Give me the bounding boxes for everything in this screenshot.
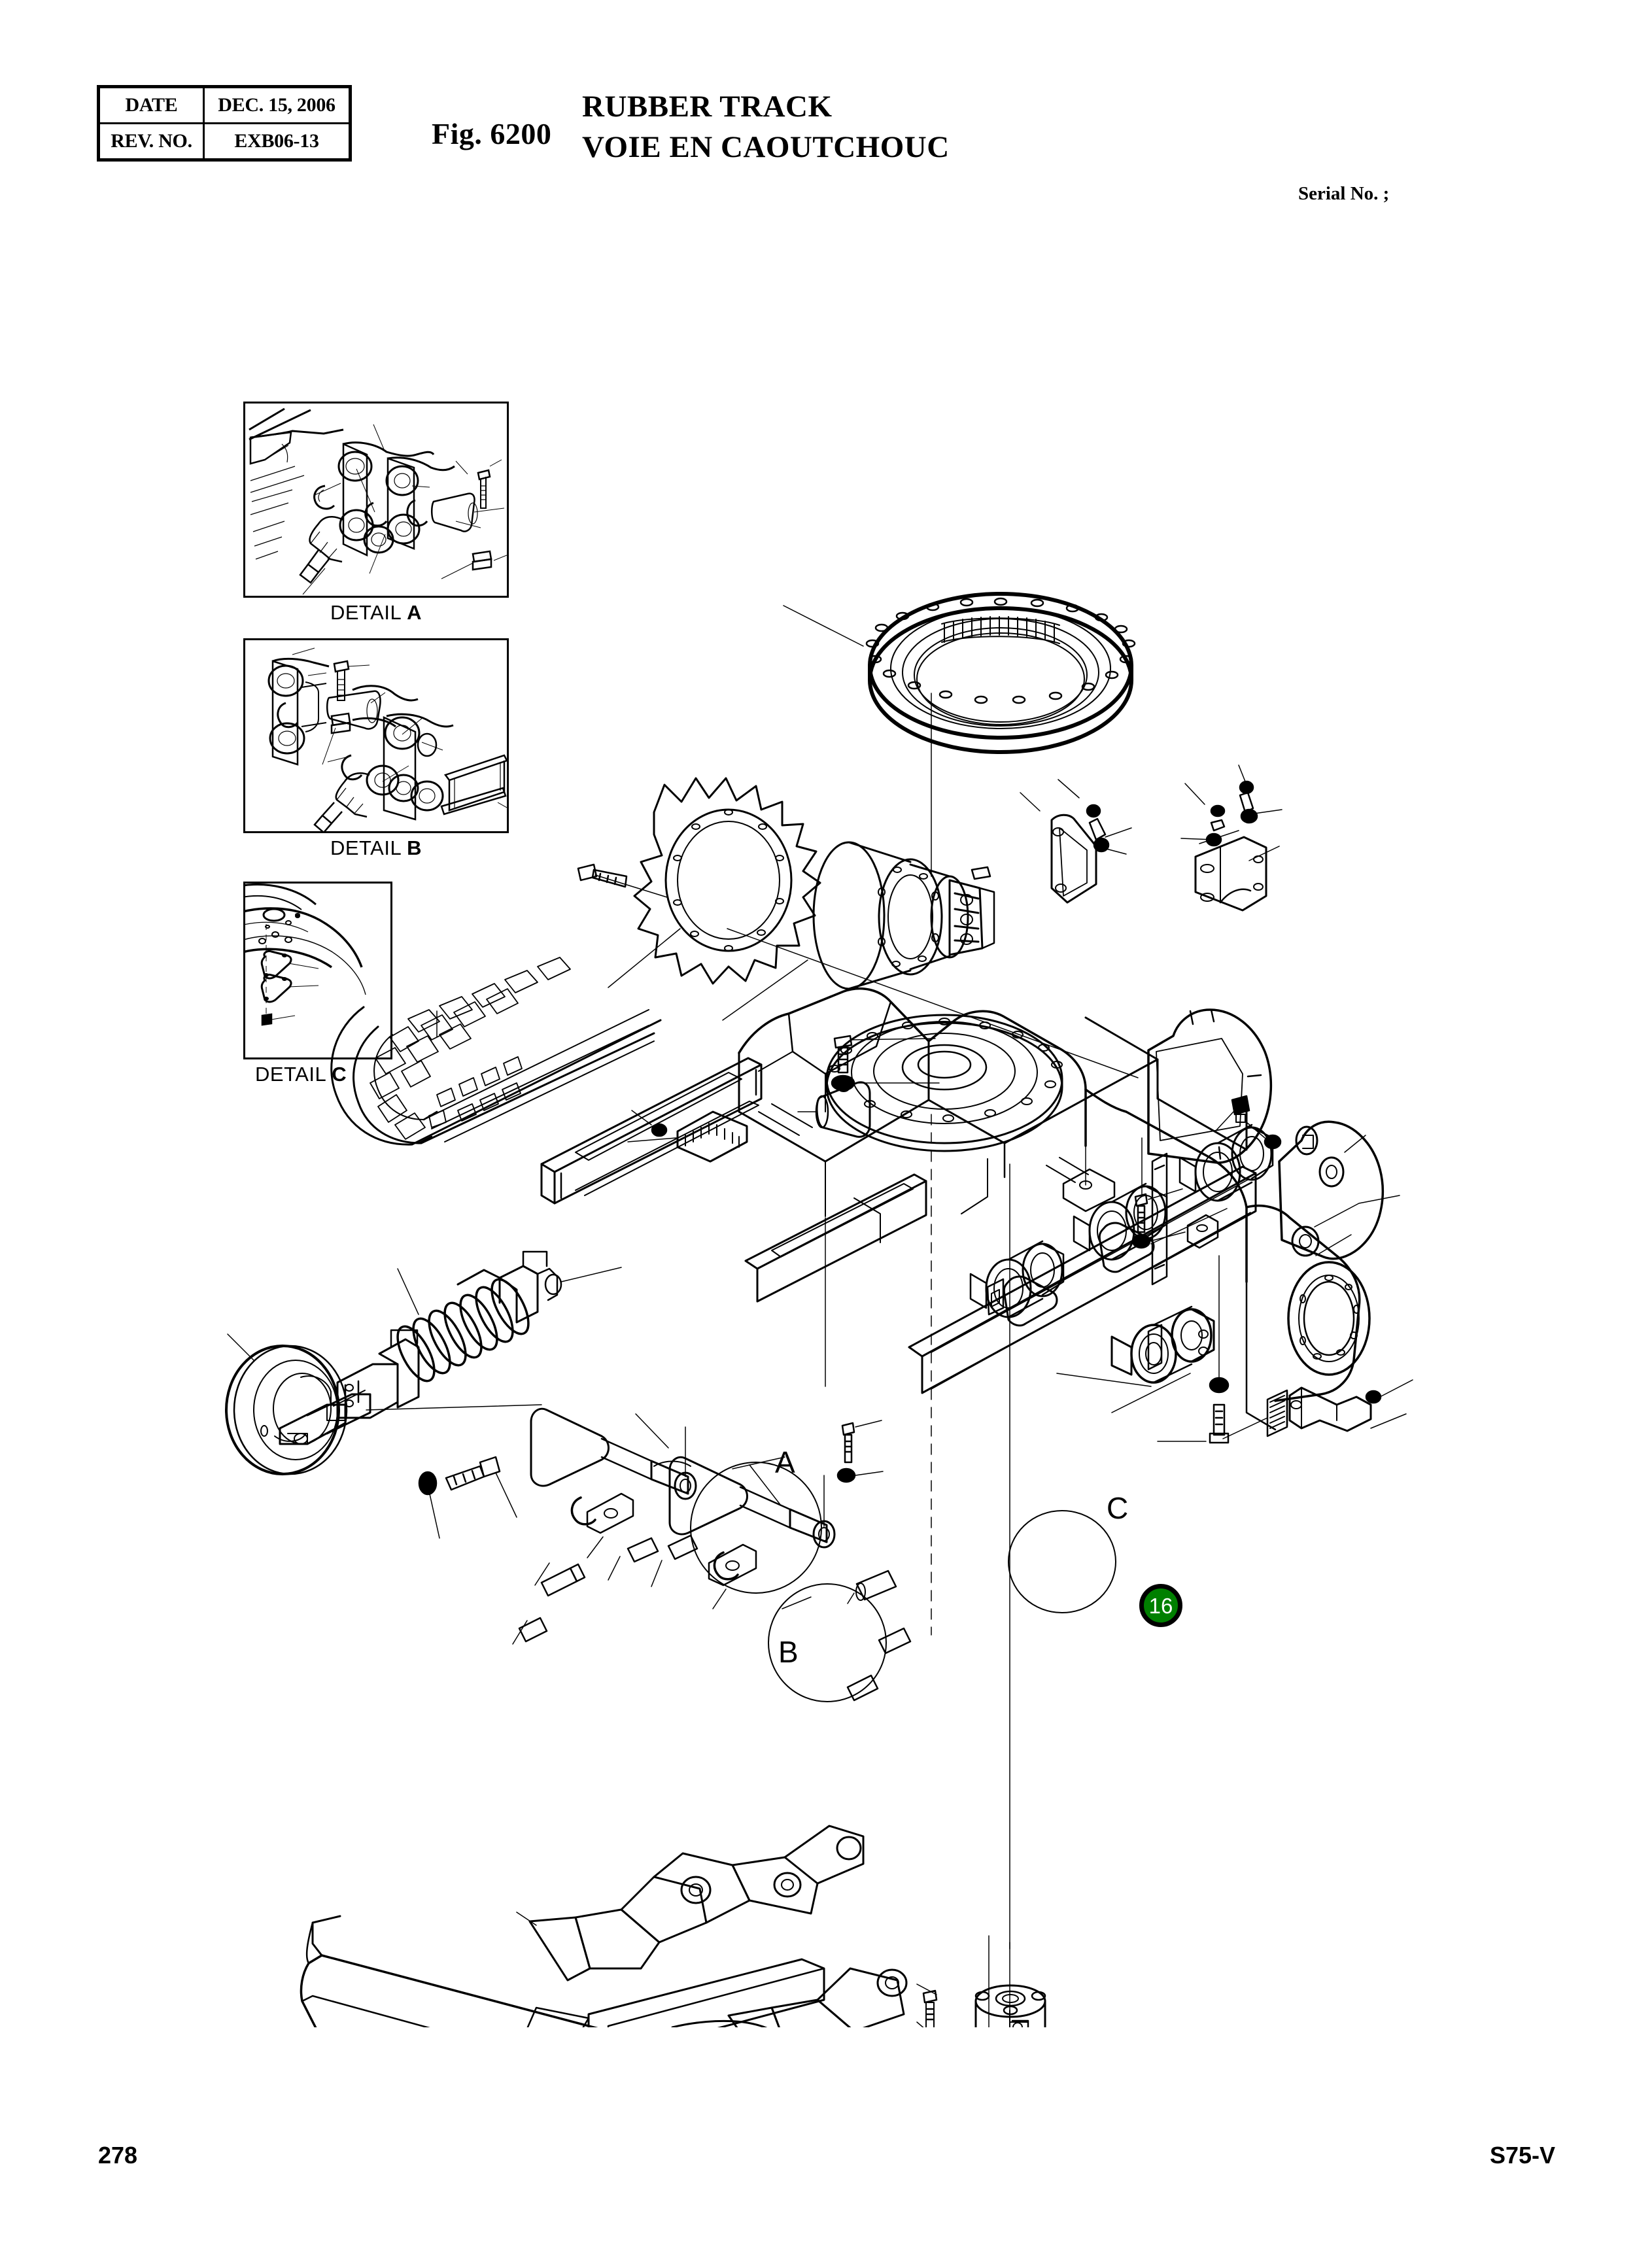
date-value: DEC. 15, 2006 xyxy=(203,86,351,124)
detail-b-frame xyxy=(243,638,509,833)
section-callout-circles xyxy=(690,1456,1116,1702)
detail-a-caption-letter: A xyxy=(407,601,422,624)
misc-small-parts xyxy=(627,1081,1186,1949)
detail-panel-b: DETAIL B xyxy=(243,638,509,860)
detail-b-caption-letter: B xyxy=(407,836,422,859)
section-label-a: A xyxy=(775,1445,795,1479)
sprocket-and-travel-motor xyxy=(577,777,1139,1091)
idler-and-recoil-spring xyxy=(225,1250,622,1539)
header-info-table: DATE DEC. 15, 2006 REV. NO. EXB06-13 xyxy=(97,85,352,162)
section-label-b: B xyxy=(778,1635,799,1669)
detail-c-frame xyxy=(243,882,392,1059)
track-rollers xyxy=(969,1124,1274,1444)
exploded-parts-diagram: A B C xyxy=(0,353,1652,2027)
rev-no-value: EXB06-13 xyxy=(203,122,351,161)
table-row: DATE DEC. 15, 2006 xyxy=(97,86,351,124)
exploded-diagram-svg: A B C xyxy=(225,592,1413,2027)
detail-c-caption: DETAIL C xyxy=(243,1063,521,1086)
detail-b-drawing xyxy=(267,647,507,831)
figure-number: Fig. 6200 xyxy=(432,117,552,150)
detail-a-caption-prefix: DETAIL xyxy=(330,601,407,624)
detail-c-drawing xyxy=(245,884,366,1026)
detail-panel-a: DETAIL A xyxy=(243,402,509,625)
table-row: REV. NO. EXB06-13 xyxy=(97,122,351,161)
dozer-blade-assembly xyxy=(300,1825,908,2027)
serial-number-label: Serial No. ; xyxy=(1298,183,1390,204)
page-title: RUBBER TRACK VOIE EN CAOUTCHOUC xyxy=(582,90,950,164)
swing-bearing-ring xyxy=(783,592,1136,877)
callout-badge-16[interactable]: 16 xyxy=(1139,1584,1182,1627)
detail-b-caption: DETAIL B xyxy=(243,836,509,860)
swivel-joint xyxy=(916,1935,1046,2027)
section-labels: A B C xyxy=(775,1445,1128,1669)
rev-no-label: REV. NO. xyxy=(97,122,205,161)
date-label: DATE xyxy=(97,86,205,124)
title-french: VOIE EN CAOUTCHOUC xyxy=(582,129,950,164)
detail-a-frame xyxy=(243,402,509,598)
rubber-track-assembly xyxy=(330,957,662,1146)
track-roller-exploded xyxy=(1110,1305,1215,1384)
footer-page-number: 278 xyxy=(98,2142,138,2169)
detail-a-caption: DETAIL A xyxy=(243,601,509,625)
title-english: RUBBER TRACK xyxy=(582,90,833,124)
section-label-c: C xyxy=(1107,1491,1128,1525)
detail-b-caption-prefix: DETAIL xyxy=(330,836,407,859)
guard-covers-right xyxy=(1020,764,1413,1439)
detail-c-caption-letter: C xyxy=(332,1063,347,1086)
footer-model-name: S75-V xyxy=(1489,2142,1555,2169)
track-frame xyxy=(540,987,1371,1431)
detail-a-drawing xyxy=(249,407,507,595)
detail-c-caption-prefix: DETAIL xyxy=(255,1063,332,1086)
detail-panel-c: DETAIL C xyxy=(243,882,392,1086)
blade-cylinders-and-linkage xyxy=(512,1407,912,1702)
